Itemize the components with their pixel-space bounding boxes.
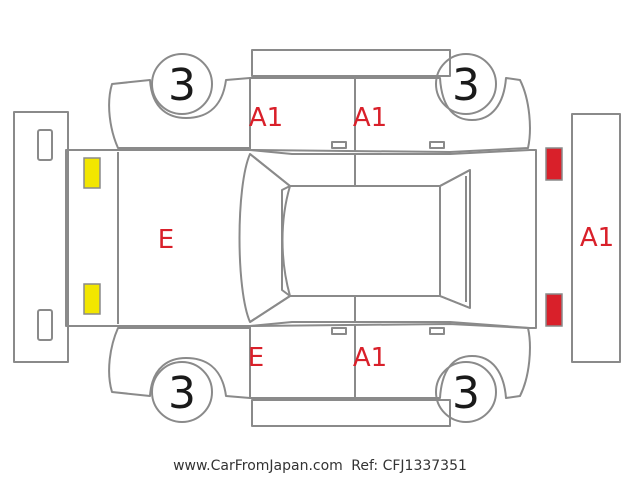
footer-caption: www.CarFromJapan.com Ref: CFJ1337351 (0, 458, 640, 474)
code-right-rear-door: A1 (353, 343, 387, 373)
tire-front-right-grade: 3 (168, 368, 196, 419)
tire-front-right (151, 361, 213, 423)
code-left-rear-door: A1 (353, 103, 387, 133)
taillight-bottom (545, 293, 563, 327)
a-pillar-top (249, 153, 291, 187)
windshield (238, 153, 291, 323)
front-bumper-slot-bottom (37, 309, 53, 341)
left-side-doors (249, 77, 531, 153)
tire-rear-left (435, 53, 497, 115)
right-side-panel (108, 327, 251, 399)
front-bumper (13, 111, 69, 363)
right-rear-door-handle (429, 327, 445, 335)
headlight-bottom (83, 283, 101, 315)
c-pillar-bottom (439, 295, 471, 309)
code-right-front-door: E (248, 343, 264, 373)
tire-front-left-grade: 3 (168, 60, 196, 111)
headlight-top (83, 157, 101, 189)
tire-rear-right-grade: 3 (452, 368, 480, 419)
roof (281, 185, 441, 297)
code-left-front-door: A1 (249, 103, 283, 133)
right-side-doors (249, 323, 531, 399)
a-pillar-bottom (249, 295, 291, 323)
left-side-panel (108, 77, 251, 149)
code-hood: E (158, 225, 174, 255)
footer-ref: Ref: CFJ1337351 (351, 458, 467, 474)
right-rocker-panel (251, 399, 451, 427)
rear-bumper (571, 113, 621, 363)
right-front-door-handle (331, 327, 347, 335)
taillight-top (545, 147, 563, 181)
c-pillar-top (439, 169, 471, 187)
left-front-door-handle (331, 141, 347, 149)
front-bumper-slot-top (37, 129, 53, 161)
tire-rear-right (435, 361, 497, 423)
left-rocker-panel (251, 49, 451, 77)
tire-rear-left-grade: 3 (452, 60, 480, 111)
tire-front-left (151, 53, 213, 115)
footer-site: www.CarFromJapan.com (173, 458, 343, 474)
code-rear-bumper: A1 (580, 223, 614, 253)
left-rear-door-handle (429, 141, 445, 149)
